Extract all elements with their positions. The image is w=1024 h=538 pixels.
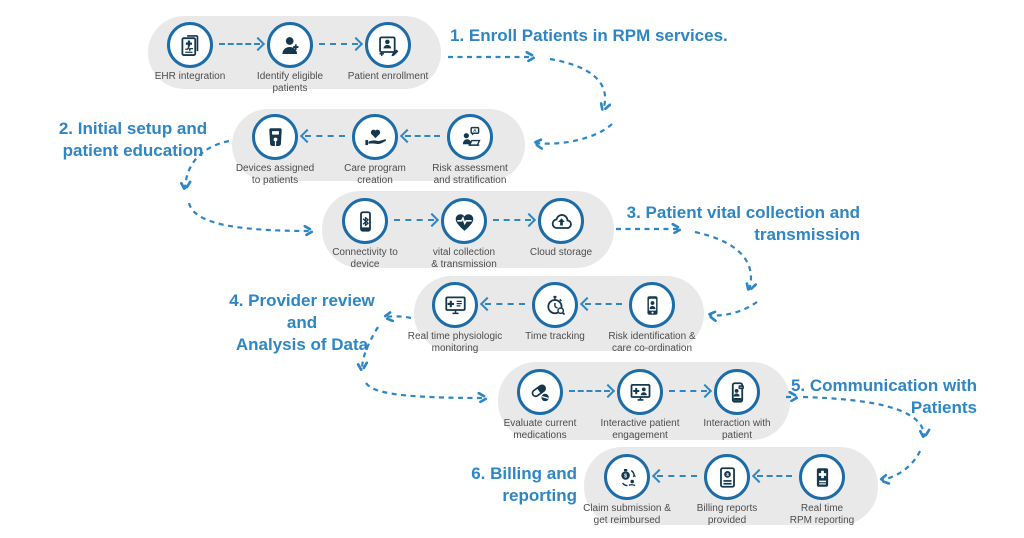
node-label: Interactive patient engagement	[600, 418, 680, 441]
node-patient-enrollment: Patient enrollment	[333, 22, 443, 83]
connector-3-4-c	[709, 301, 758, 315]
node-identify-eligible-patients: Identify eligible patients	[235, 22, 345, 95]
node-time-tracking: Time tracking	[500, 282, 610, 343]
node-label: Cloud storage	[529, 247, 593, 258]
step-4-title-line-1: 4. Provider review and	[229, 291, 375, 332]
node-billing-reports: $ Billing reports provided	[672, 454, 782, 527]
arrow-step6-b	[757, 475, 792, 477]
step-2-title-line-2: patient education	[62, 141, 204, 160]
svg-text:$: $	[624, 473, 627, 479]
node-cloud-storage: Cloud storage	[506, 198, 616, 259]
connector-2-3-b	[187, 202, 312, 231]
step-5-title-line-2: Patients	[910, 398, 977, 417]
step-2-title: 2. Initial setup and patient education	[34, 118, 232, 162]
step-3-title-line-1: 3. Patient vital collection and	[626, 203, 860, 222]
bluetooth-phone-icon	[342, 198, 388, 244]
phone-chat-icon	[714, 369, 760, 415]
node-rpm-reporting: Real time RPM reporting	[767, 454, 877, 527]
step-2-title-line-1: 2. Initial setup and	[58, 119, 208, 138]
step-5-title-line-1: 5. Communication with	[790, 376, 977, 395]
node-label: Devices assigned to patients	[235, 163, 315, 186]
step-1-title-line-1: 1. Enroll Patients in RPM services.	[450, 26, 728, 45]
ehr-integration-icon	[167, 22, 213, 68]
node-label: Interaction with patient	[703, 418, 771, 441]
medications-icon	[517, 369, 563, 415]
monitor-vitals-icon	[432, 282, 478, 328]
node-label: EHR integration	[154, 71, 226, 82]
node-label: Real time physiologic monitoring	[407, 331, 503, 354]
arrow-step2-b	[405, 135, 440, 137]
node-risk-assessment: A Risk assessment and stratification	[415, 114, 525, 187]
stopwatch-icon	[532, 282, 578, 328]
node-label: Connectivity to device	[332, 247, 398, 270]
step-6-title-line-2: reporting	[502, 486, 577, 505]
care-program-icon	[352, 114, 398, 160]
arrow-step2-a	[305, 135, 345, 137]
arrow-step4-a	[485, 303, 525, 305]
node-label: Real time RPM reporting	[789, 503, 855, 526]
node-care-program: Care program creation	[320, 114, 430, 187]
step-3-title-line-2: transmission	[754, 225, 860, 244]
node-ehr-integration: EHR integration	[135, 22, 245, 83]
arrow-step3-b	[493, 219, 531, 221]
node-evaluate-medications: Evaluate current medications	[485, 369, 595, 442]
patient-enrollment-icon	[365, 22, 411, 68]
step-5-title: 5. Communication with Patients	[784, 375, 977, 419]
step-4-title-line-2: Analysis of Data	[235, 335, 369, 354]
step-3-title: 3. Patient vital collection and transmis…	[612, 202, 860, 246]
money-bag-icon: $	[604, 454, 650, 500]
node-label: Evaluate current medications	[503, 418, 577, 441]
arrow-step1-b	[319, 43, 358, 45]
billing-report-icon: $	[704, 454, 750, 500]
svg-text:A: A	[473, 127, 477, 133]
medical-device-icon	[252, 114, 298, 160]
node-claim-submission: $ Claim submission & get reimbursed	[572, 454, 682, 527]
arrow-step5-a	[569, 390, 610, 392]
connector-1-2-c	[535, 123, 613, 144]
connector-4-5-c	[365, 382, 486, 398]
screen-patient-icon	[617, 369, 663, 415]
arrow-step4-b	[585, 303, 622, 305]
node-label: Patient enrollment	[347, 71, 429, 82]
node-label: Billing reports provided	[696, 503, 758, 526]
node-connectivity-to-device: Connectivity to device	[310, 198, 420, 271]
risk-assessment-icon: A	[447, 114, 493, 160]
connector-1-2-b	[549, 57, 605, 110]
phone-risk-icon	[629, 282, 675, 328]
tablet-report-icon	[799, 454, 845, 500]
node-label: Care program creation	[344, 163, 406, 186]
node-label: Identify eligible patients	[256, 71, 324, 94]
step-1-title: 1. Enroll Patients in RPM services.	[450, 25, 728, 47]
node-devices-assigned: Devices assigned to patients	[220, 114, 330, 187]
node-label: Risk assessment and stratification	[432, 163, 508, 186]
cloud-upload-icon	[538, 198, 584, 244]
heart-pulse-icon	[441, 198, 487, 244]
arrow-step5-b	[669, 390, 707, 392]
identify-eligible-patients-icon	[267, 22, 313, 68]
node-vital-collection: vital collection & transmission	[409, 198, 519, 271]
node-label: Claim submission & get reimbursed	[583, 503, 671, 526]
arrow-step1-a	[219, 43, 260, 45]
step-6-title: 6. Billing and reporting	[455, 463, 577, 507]
connector-5-6-c	[881, 450, 921, 480]
node-label: vital collection & transmission	[431, 247, 497, 270]
step-4-title: 4. Provider review and Analysis of Data	[214, 290, 390, 356]
svg-text:$: $	[726, 471, 729, 477]
node-interactive-engagement: Interactive patient engagement	[585, 369, 695, 442]
node-risk-identification: Risk identification & care co-ordination	[597, 282, 707, 355]
arrow-step6-a	[657, 475, 697, 477]
node-label: Time tracking	[525, 331, 585, 342]
node-real-time-monitoring: Real time physiologic monitoring	[400, 282, 510, 355]
node-interaction-with-patient: Interaction with patient	[682, 369, 792, 442]
node-label: Risk identification & care co-ordination	[608, 331, 696, 354]
arrow-step3-a	[394, 219, 434, 221]
step-6-title-line-1: 6. Billing and	[471, 464, 577, 483]
